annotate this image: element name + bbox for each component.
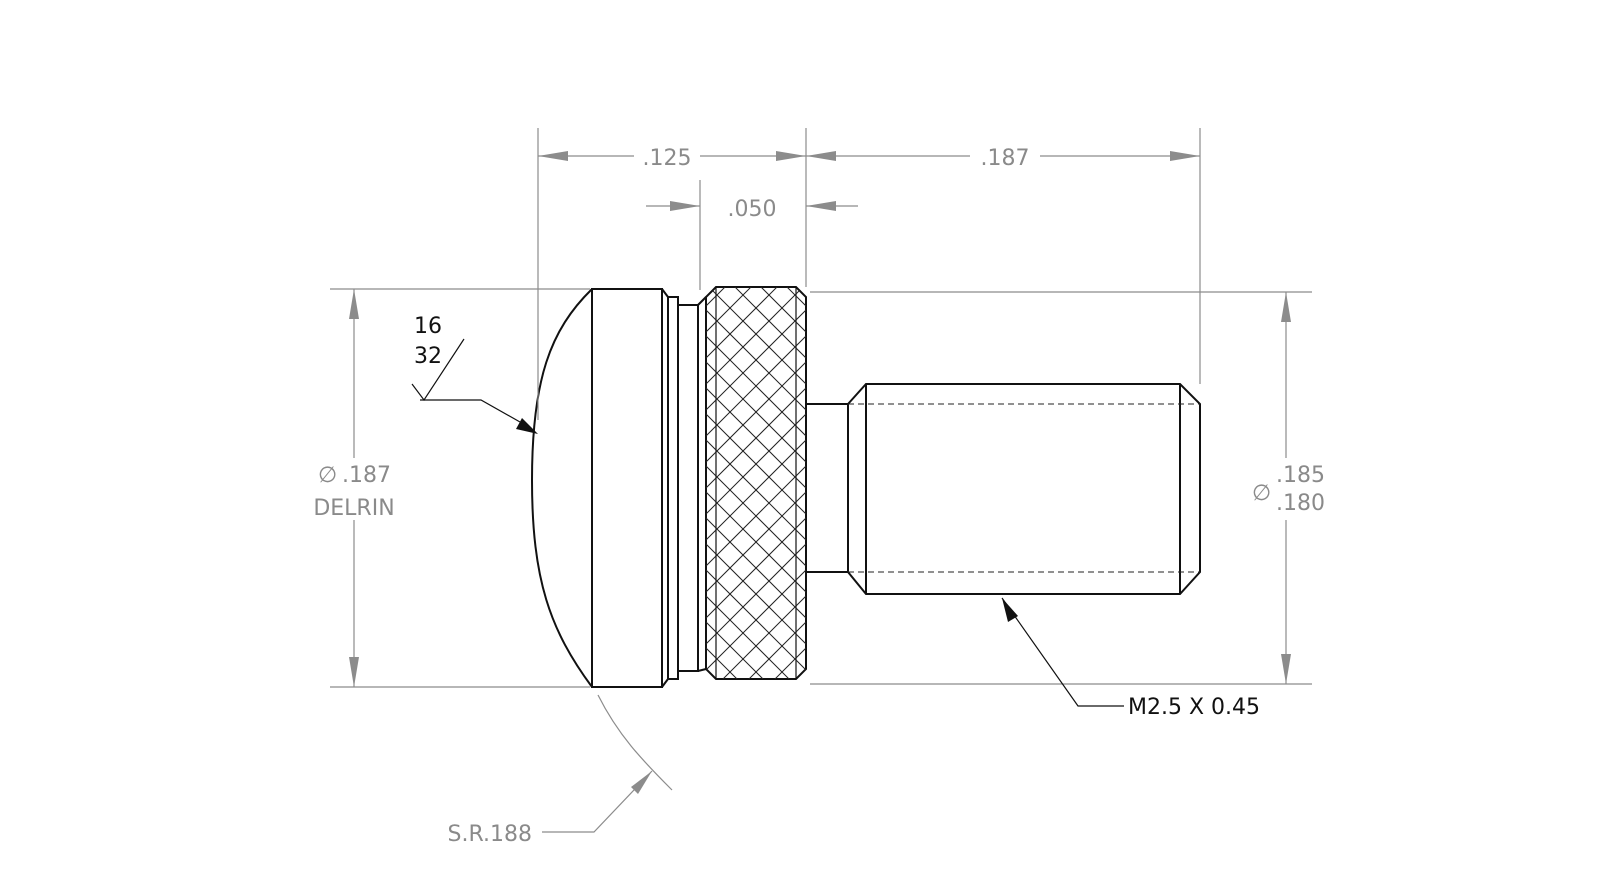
finish-value-bottom: 32 [414, 344, 442, 369]
knurl-line [706, 361, 806, 463]
knurl-line [706, 647, 806, 679]
knurl-line [706, 465, 806, 567]
knurl-line [706, 287, 806, 333]
knurl-line [706, 439, 806, 541]
knurl-line [706, 517, 806, 619]
knurl-line [706, 287, 806, 307]
knurl-line [706, 673, 806, 679]
knurl-line [706, 287, 806, 359]
knurl-line [706, 309, 806, 411]
knurl-line [706, 673, 806, 679]
dimension-lines [349, 151, 1291, 687]
finish-value-top: 16 [414, 314, 442, 339]
knurl-line [706, 569, 806, 671]
knurl-line [706, 778, 806, 878]
knurl-line [706, 543, 806, 645]
dim-knurl-050: .050 [728, 197, 777, 222]
knurl-line [706, 647, 806, 679]
diameter-symbol-head: ∅ [318, 463, 337, 488]
knurl-line [706, 387, 806, 489]
knurl-line [706, 700, 806, 800]
knurl-pattern [706, 180, 806, 878]
step [677, 304, 699, 672]
part-outline [530, 180, 1201, 878]
groove [667, 296, 679, 680]
knurl-line [706, 287, 806, 333]
thread-callout: M2.5 X 0.45 [1001, 597, 1260, 720]
knurl-line [706, 595, 806, 679]
diameter-symbol-thread: ∅ [1252, 481, 1271, 506]
dim-thread-diameter-max: .185 [1276, 463, 1325, 488]
knurl-line [706, 180, 806, 280]
dim-head-diameter: .187 [342, 463, 391, 488]
knurl-line [706, 700, 806, 800]
knurl-line [706, 752, 806, 852]
sphere-radius-callout: S.R.188 [448, 694, 673, 847]
knurl-line [706, 778, 806, 878]
surface-finish-symbol: 16 32 [411, 314, 538, 434]
knurl-line [706, 413, 806, 515]
threaded-shank [847, 383, 1201, 595]
spherical-cap [530, 288, 593, 688]
knurl-line [706, 726, 806, 826]
dim-thread-diameter-min: .180 [1276, 491, 1325, 516]
knurl-line [706, 335, 806, 437]
extension-lines [330, 128, 1312, 688]
material-label: DELRIN [313, 496, 394, 521]
dim-thread-length-187: .187 [981, 146, 1030, 171]
knurl-line [706, 180, 806, 280]
knurl-line [706, 752, 806, 852]
knurl-line [706, 287, 806, 385]
dim-length-125: .125 [643, 146, 692, 171]
knurl-line [706, 621, 806, 679]
thread-spec-label: M2.5 X 0.45 [1128, 695, 1260, 720]
knurl-line [706, 287, 806, 307]
head-disc [591, 288, 663, 688]
knurl-line [706, 726, 806, 826]
dim-sphere-radius: S.R.188 [448, 822, 532, 847]
knurl-line [706, 491, 806, 593]
